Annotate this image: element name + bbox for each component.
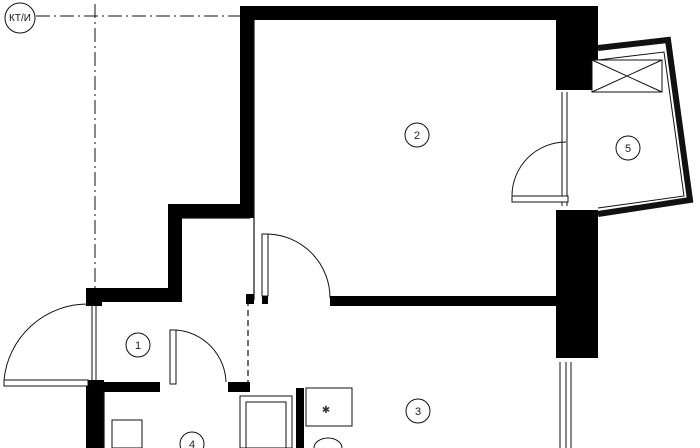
room-number-2: 2: [414, 130, 420, 142]
bathtub-inner: [245, 401, 287, 448]
kitchen-sink: [313, 437, 343, 448]
wall-stub-door-right: [262, 294, 268, 304]
room2-door-leaf: [261, 233, 269, 297]
room-number-3: 3: [415, 406, 421, 418]
wall-right-middle: [556, 210, 598, 358]
room-label-2: 2: [404, 122, 430, 148]
wall-right-upper: [556, 6, 598, 90]
wall-entrance-top: [86, 288, 102, 306]
wall-top: [240, 6, 598, 20]
toilet-tank: [111, 419, 143, 448]
balcony-inner-line: [597, 51, 685, 209]
walls: [86, 6, 598, 448]
balcony: [591, 36, 694, 217]
balcony-door-arc: [511, 141, 567, 197]
room-labels: 1 2 3 4 5: [125, 122, 641, 448]
wall-step-lower: [88, 288, 182, 302]
entrance-door-leaf: [3, 379, 89, 387]
room2-door-arc: [267, 233, 331, 299]
room-label-1: 1: [125, 332, 151, 358]
axis-marker: КТ/И: [4, 2, 36, 34]
doors: [3, 141, 569, 387]
room-label-3: 3: [405, 398, 431, 424]
wall-step-vertical: [168, 204, 182, 302]
wall-room2-room3: [330, 296, 558, 306]
kitchen-stove: [305, 387, 353, 427]
entrance-door-arc: [3, 303, 89, 381]
room-label-4: 4: [179, 431, 205, 448]
balcony-door-leaf: [511, 195, 569, 203]
thin-walls: [103, 20, 255, 448]
room-number-4: 4: [189, 439, 195, 448]
balcony-outer-wall: [597, 36, 694, 217]
wall-room2-left: [240, 6, 254, 218]
room-number-1: 1: [135, 340, 141, 352]
wall-corridor-bottom-right: [228, 382, 250, 392]
wall-corridor-bottom-left: [96, 382, 160, 392]
axis-marker-label: КТ/И: [9, 13, 31, 24]
room-number-5: 5: [625, 143, 631, 155]
room-label-5: 5: [615, 135, 641, 161]
axis-lines: [36, 4, 242, 290]
wall-bathroom-partition: [296, 388, 304, 448]
stove-burner-icon: ✱: [322, 405, 330, 416]
fixtures: ✱: [111, 387, 353, 448]
room1-door-arc: [175, 329, 227, 383]
window-right: [559, 92, 572, 448]
balcony-cabinet-cross-2: [591, 59, 663, 93]
wall-stub-door-left: [246, 294, 254, 304]
room1-door-leaf: [169, 329, 177, 385]
wall-entrance-bottom: [86, 380, 104, 448]
wall-step-upper: [168, 204, 254, 218]
